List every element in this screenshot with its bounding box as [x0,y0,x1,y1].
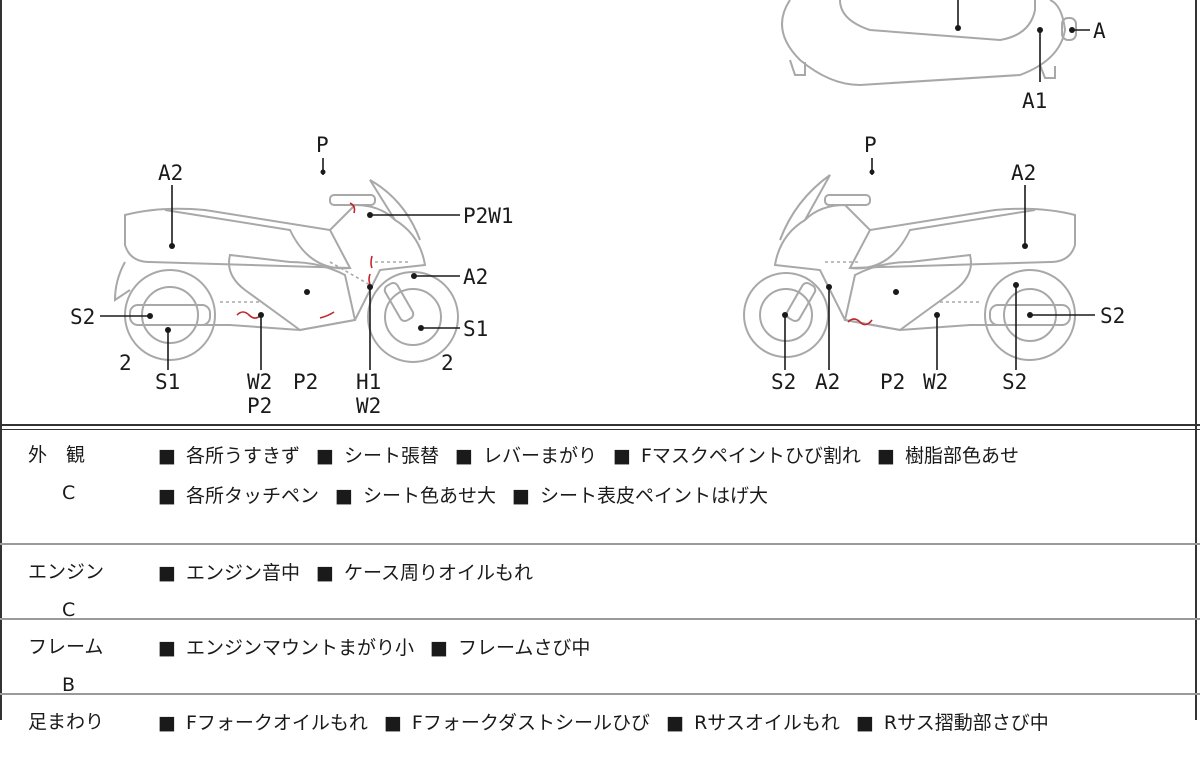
category-name: 足まわり [28,711,105,733]
label-2: 2 [441,351,454,375]
section-engine: エンジン C エンジン音中 ケース周りオイルもれ [0,545,1200,621]
scooter-right-view: P A2 S2 S2 A2 P2 W2 S2 [743,133,1125,394]
damage-diagram: A A1 P A2 P2W1 A2 S2 S [70,0,1125,418]
scooter-left-view: P A2 P2W1 A2 S2 S1 2 S1 W2 P2 P2 H1 W2 2 [70,133,514,418]
item-list: エンジン音中 ケース周りオイルもれ [158,553,1180,593]
label-H1: H1 [356,370,381,394]
item-list: エンジンマウントまがり小 フレームさび中 [158,628,1180,668]
label-P2: P2 [880,370,905,394]
category-label: フレーム B [28,628,110,704]
label-P2W1: P2W1 [463,204,514,228]
label-P: P [316,133,329,157]
list-item: Fフォークダストシールひび [384,712,650,734]
label-S2: S2 [1002,370,1027,394]
list-item: Rサス摺動部さび中 [856,712,1049,734]
label-A2: A2 [1011,161,1036,185]
label-W2: W2 [356,394,381,418]
label-S1: S1 [155,370,180,394]
scooter-diagrams: A A1 P A2 P2W1 A2 S2 S [70,0,1125,418]
section-suspension: 足まわり Fフォークオイルもれ Fフォークダストシールひび Rサスオイルもれ R… [0,695,1200,775]
label-S2: S2 [1100,304,1125,328]
label-P2: P2 [293,370,318,394]
label-A2: A2 [158,161,183,185]
category-label: エンジン C [28,553,110,629]
label-A2: A2 [463,265,488,289]
list-item: シート表皮ペイントはげ大 [512,485,768,507]
list-item: エンジンマウントまがり小 [158,637,414,659]
category-label: 足まわり [28,703,110,741]
category-grade: B [62,674,76,696]
list-item: フレームさび中 [430,637,590,659]
item-list: Fフォークオイルもれ Fフォークダストシールひび Rサスオイルもれ Rサス摺動部… [158,703,1180,743]
list-item: 各所タッチペン [158,485,319,507]
category-grade: C [62,599,76,621]
label-A1: A1 [1022,89,1047,113]
scooter-top-view: A A1 [781,0,1106,113]
label-P: P [864,133,877,157]
list-item: Fマスクペイントひび割れ [613,445,861,467]
list-item: シート色あせ大 [335,485,496,507]
list-item: Rサスオイルもれ [666,712,840,734]
category-name: 外 観 [28,444,86,466]
category-grade: C [62,482,76,504]
category-name: エンジン [28,561,105,583]
label-W2: W2 [923,370,948,394]
list-item: 各所うすきず [158,445,300,467]
list-item: 樹脂部色あせ [877,445,1019,467]
section-divider [0,424,1200,430]
inspection-sheet [0,0,1197,720]
category-label: 外 観 C [28,436,110,512]
label-S2: S2 [70,305,95,329]
label-P2: P2 [247,394,272,418]
category-name: フレーム [28,636,104,658]
section-exterior: 外 観 C 各所うすきず シート張替 レバーまがり Fマスクペイントひび割れ 樹脂… [0,428,1200,545]
list-item: レバーまがり [455,445,597,467]
section-frame: フレーム B エンジンマウントまがり小 フレームさび中 [0,620,1200,696]
label-S1: S1 [463,317,488,341]
label-A2: A2 [815,370,840,394]
label-A: A [1093,19,1106,43]
list-item: Fフォークオイルもれ [158,712,368,734]
label-S2: S2 [771,370,796,394]
list-item: ケース周りオイルもれ [316,562,533,584]
list-item: エンジン音中 [158,562,300,584]
label-W2: W2 [247,370,272,394]
item-list: 各所うすきず シート張替 レバーまがり Fマスクペイントひび割れ 樹脂部色あせ … [158,436,1180,516]
list-item: シート張替 [316,445,439,467]
label-2: 2 [119,351,132,375]
